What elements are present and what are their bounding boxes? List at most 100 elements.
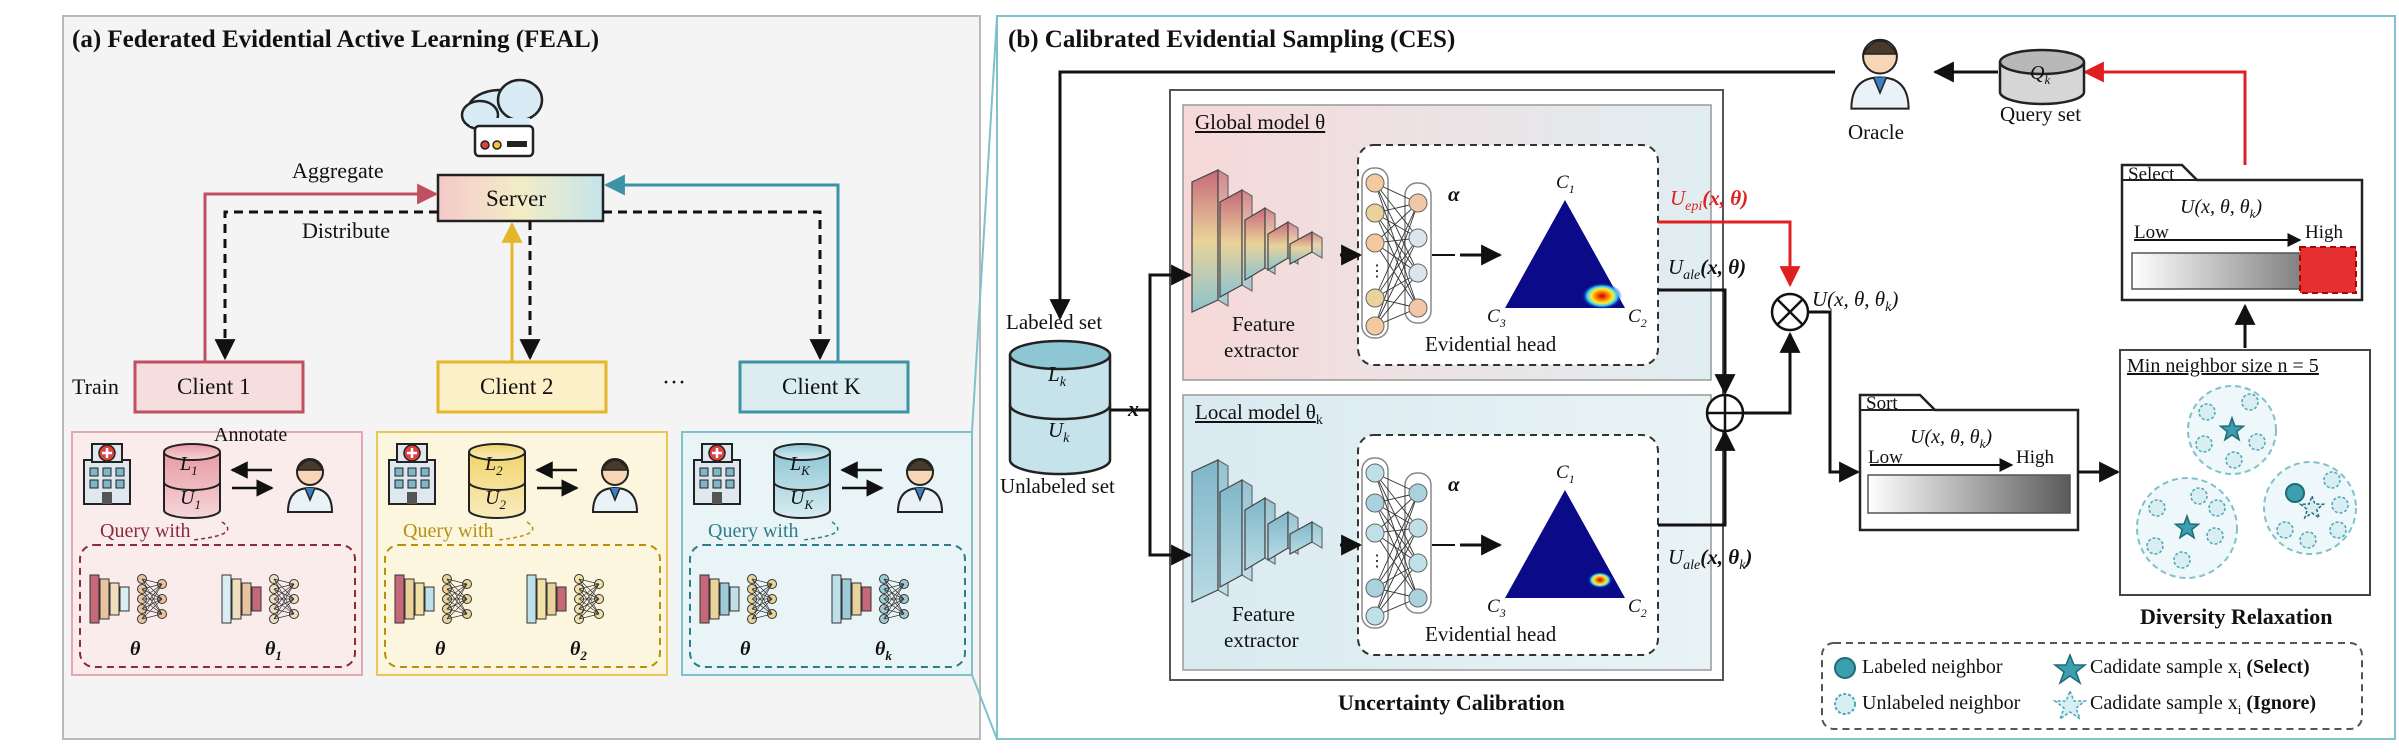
legend-unlabeled-icon (1834, 693, 1856, 715)
select-u-label: U(x, θ, θk) (2180, 196, 2263, 221)
feature-extractor-global (1191, 168, 1323, 313)
sort-box (1858, 393, 2080, 532)
feature-extractor-global-2: extractor (1224, 338, 1299, 362)
client-2-theta: θ (435, 638, 446, 660)
select-high-label: High (2305, 222, 2343, 243)
client-2-u: U2 (485, 487, 506, 512)
legend-box (1821, 642, 2363, 730)
distribute-label: Distribute (302, 218, 390, 243)
alpha-local: α (1448, 472, 1460, 496)
min-neighbor-label: Min neighbor size n = 5 (2127, 355, 2319, 377)
client-2-global-net (394, 574, 472, 624)
client-2-l: L2 (485, 453, 503, 478)
client-1-local-net (221, 574, 299, 624)
client-2-label: Client 2 (480, 374, 554, 399)
dataset-cylinder (1008, 339, 1112, 476)
query-set-label: Query set (2000, 102, 2082, 126)
u-total-label: U(x, θ, θk) (1812, 287, 1899, 316)
u-epi-label: Uepi(x, θ) (1670, 186, 1749, 215)
panel-b-title: (b) Calibrated Evidential Sampling (CES) (1008, 26, 1456, 53)
client-1-global-net (89, 574, 167, 624)
c3-global: C3 (1487, 306, 1506, 330)
cluster-3 (2263, 461, 2357, 555)
sort-low-label: Low (1868, 447, 1903, 468)
client-k-box (738, 360, 910, 414)
cluster-1 (2187, 385, 2277, 475)
select-label: Select (2128, 164, 2175, 185)
client-1-cylinder (163, 443, 221, 519)
svg-text:⋮: ⋮ (1369, 263, 1385, 280)
doctor-icon-2 (591, 458, 639, 513)
client-2-cylinder (468, 443, 526, 519)
panel-a-title: (a) Federated Evidential Active Learning… (72, 26, 600, 53)
client-3-global-net (699, 574, 777, 624)
client-k-theta-k: θk (875, 638, 892, 663)
simplex-global (1505, 200, 1625, 309)
annotate-label: Annotate (214, 424, 288, 446)
c1-global: C1 (1556, 172, 1575, 196)
c3-local: C3 (1487, 596, 1506, 620)
simplex-local (1505, 490, 1625, 598)
train-label: Train (72, 374, 119, 399)
u-ale-local-label: Uale(x, θk) (1668, 545, 1753, 574)
evidential-nn-global: ⋮ (1361, 167, 1455, 339)
client-k-query: Query with (708, 520, 799, 542)
diversity-relaxation-label: Diversity Relaxation (2140, 604, 2333, 629)
c2-global: C2 (1628, 306, 1647, 330)
cloud-server-icon (460, 78, 544, 158)
client-k-theta: θ (740, 638, 751, 660)
evidential-head-local-label: Evidential head (1425, 622, 1557, 646)
server-label: Server (486, 186, 547, 211)
product-operator (1770, 292, 1810, 332)
legend-star-ignore-icon (2052, 688, 2088, 721)
ellipsis: ··· (662, 370, 686, 396)
client-1-query: Query with (100, 520, 191, 542)
feature-extractor-local-1: Feature (1232, 602, 1295, 626)
x-label: x (1128, 396, 1139, 421)
client-1-u: U1 (180, 487, 201, 512)
uncertainty-calibration-label: Uncertainty Calibration (1338, 690, 1565, 715)
client-k-label: Client K (782, 374, 861, 399)
hospital-icon-1 (83, 443, 131, 505)
client-2-query: Query with (403, 520, 494, 542)
sort-high-label: High (2016, 447, 2054, 468)
evidential-nn-local: ⋮ (1361, 457, 1455, 629)
client-1-theta-k: θ1 (265, 638, 282, 663)
u-ale-global-label: Uale(x, θ) (1668, 255, 1747, 284)
sort-u-label: U(x, θ, θk) (1910, 426, 1993, 451)
local-model-label: Local model θk (1195, 400, 1323, 429)
alpha-global: α (1448, 182, 1460, 206)
lk-label: Lk (1048, 362, 1066, 391)
hospital-icon-2 (388, 443, 436, 505)
client-2-theta-k: θ2 (570, 638, 587, 663)
aggregate-label: Aggregate (292, 158, 384, 183)
sort-label: Sort (1866, 393, 1898, 414)
client-2-local-net (526, 574, 604, 624)
legend-select-label: Cadidate sample xi (Select) (2090, 656, 2310, 681)
doctor-icon-3 (896, 458, 944, 513)
evidential-head-global-label: Evidential head (1425, 332, 1557, 356)
legend-labeled-label: Labeled neighbor (1862, 656, 2003, 678)
select-box (2120, 163, 2364, 302)
legend-unlabeled-label: Unlabeled neighbor (1862, 692, 2021, 714)
client-k-u: UK (790, 487, 814, 512)
client-1-box (133, 360, 305, 414)
sum-operator (1705, 393, 1745, 433)
c2-local: C2 (1628, 596, 1647, 620)
doctor-icon-1 (286, 458, 334, 513)
client-k-l: LK (790, 453, 810, 478)
c1-local: C1 (1556, 462, 1575, 486)
oracle-label: Oracle (1848, 120, 1904, 144)
client-1-l: L1 (180, 453, 198, 478)
cluster-2 (2136, 477, 2238, 579)
uk-label: Uk (1048, 418, 1070, 447)
global-model-label: Global model θ (1195, 110, 1326, 134)
legend-star-select-icon (2052, 652, 2088, 685)
unlabeled-set-label: Unlabeled set (1000, 474, 1115, 498)
feature-extractor-local (1191, 458, 1323, 603)
client-1-label: Client 1 (177, 374, 251, 399)
client-1-theta: θ (130, 638, 141, 660)
select-low-label: Low (2134, 222, 2169, 243)
client-3-cylinder (773, 443, 831, 519)
